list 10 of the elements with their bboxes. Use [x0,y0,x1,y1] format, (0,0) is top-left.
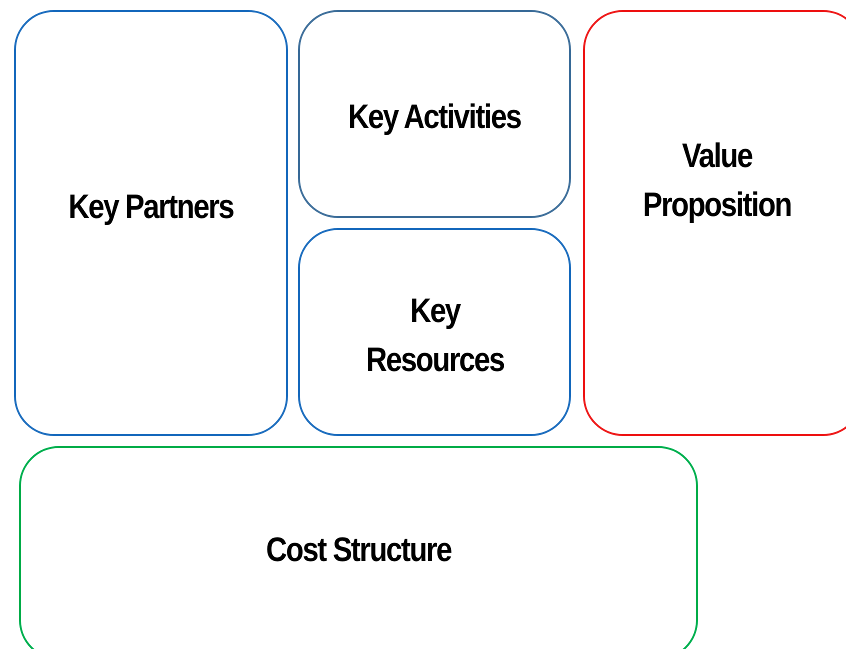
canvas-block [583,10,846,436]
block-title: Key Partners [68,187,234,228]
block-title: Cost Structure [266,530,451,572]
canvas-block [298,228,571,436]
canvas-block [19,446,698,649]
block-title: Key Activities [348,97,521,138]
canvas-block [298,10,571,218]
canvas-block [14,10,288,436]
block-title: Key Resources [364,290,505,381]
block-title: Value Proposition [642,136,792,226]
